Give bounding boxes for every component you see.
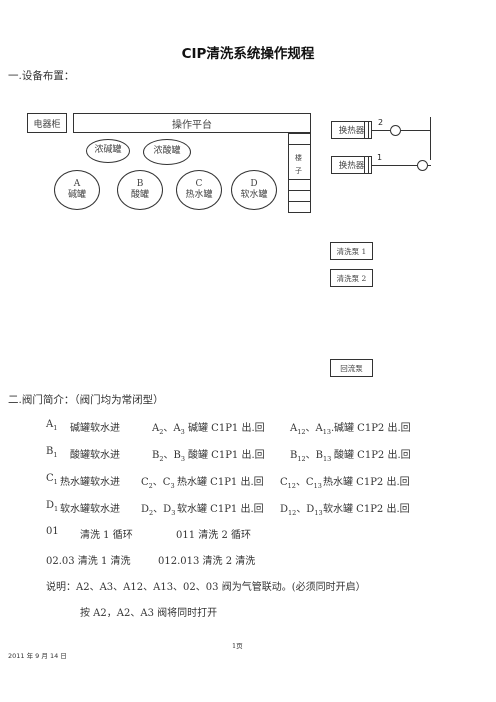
valve-a1: A1 [46, 419, 58, 432]
valve-b2-b3: B2、B3 [152, 450, 185, 463]
pipe [430, 117, 431, 160]
pipe [428, 165, 431, 166]
note-press-a2: 按 A2，A2、A3 阀将同时打开 [80, 608, 218, 619]
pump-circle-1 [417, 160, 428, 171]
exchanger-1-connector [364, 156, 365, 174]
valve-d2-d3-desc: 软水罐 C1P1 出.回 [177, 504, 264, 515]
valve-c1-desc: 热水罐软水进 [60, 477, 120, 488]
valve-d1: D1 [46, 500, 59, 513]
valve-d1-desc: 软水罐软水进 [60, 504, 120, 515]
tank-c-name: 热水罐 [185, 190, 213, 200]
loop-valve-01-desc: 清洗 1 循环 [80, 530, 133, 541]
valve-b2-b3-desc: 酸罐 C1P1 出.回 [188, 450, 265, 461]
tank-a-letter: A [73, 178, 81, 189]
clean-valves-2: 012.013 清洗 2 清洗 [158, 556, 256, 567]
conc-alkali-tank: 浓碱罐 [86, 139, 130, 163]
page-title: CIP清洗系统操作规程 [181, 46, 315, 62]
section-heading-layout: 一.设备布置： [8, 70, 75, 82]
return-pump: 回流泵 [330, 359, 373, 377]
label-1: 1 [377, 153, 383, 162]
stairs-step [288, 201, 311, 213]
pipe [372, 165, 417, 166]
conc-acid-tank-label: 浓酸罐 [153, 146, 181, 157]
conc-acid-tank: 浓酸罐 [143, 139, 191, 165]
tank-b: B 酸罐 [117, 170, 163, 210]
tank-b-letter: B [136, 178, 144, 189]
footer-date: 2011 年 9 月 14 日 [8, 652, 67, 660]
exchanger-2-connector [368, 121, 369, 139]
valve-a2-a3: A2、A3 [152, 423, 185, 436]
clean-valves-1: 02.03 清洗 1 清洗 [46, 556, 131, 567]
valve-d2-d3: D2、D3 [141, 504, 176, 517]
tank-c-letter: C [195, 178, 203, 189]
note-linkage: 说明：A2、A3、A12、A13、02、03 阀为气管联动。(必须同时开启） [46, 582, 366, 593]
pipe [372, 130, 390, 131]
valve-a12-a13-desc: 碱罐 C1P2 出.回 [334, 423, 411, 434]
valve-b12-b13: B12、B13 [290, 450, 332, 463]
tank-d-letter: D [250, 178, 258, 189]
loop-valve-01: 01 [46, 526, 59, 537]
conc-alkali-tank-label: 浓碱罐 [94, 145, 122, 156]
exchanger-1-connector [368, 156, 369, 174]
heat-exchanger-1: 换热器 [331, 156, 372, 174]
tank-a-name: 碱罐 [67, 190, 86, 200]
exchanger-2-connector [364, 121, 365, 139]
tank-b-name: 酸罐 [130, 190, 149, 200]
valve-c2-c3: C2、C3 [141, 477, 175, 490]
valve-d12-d13: D12、D13 [280, 504, 323, 517]
operation-platform: 操作平台 [73, 113, 311, 133]
tank-a: A 碱罐 [54, 170, 100, 210]
page-number: 1页 [232, 642, 243, 650]
valve-c12-c13-desc: 热水罐 C1P2 出.回 [323, 477, 410, 488]
loop-valve-011: 011 清洗 2 循环 [176, 530, 251, 541]
pump-circle-2 [390, 125, 401, 136]
pipe [401, 130, 431, 131]
valve-c2-c3-desc: 热水罐 C1P1 出.回 [177, 477, 264, 488]
valve-a12-a13: A12、A13. [290, 423, 335, 436]
valve-b12-b13-desc: 酸罐 C1P2 出.回 [334, 450, 411, 461]
tank-d: D 软水罐 [231, 170, 277, 210]
label-2: 2 [378, 118, 384, 127]
section-heading-valves: 二.阀门简介：（阀门均为常闭型） [8, 394, 164, 406]
valve-b1-desc: 酸罐软水进 [70, 450, 120, 461]
stairs-label-1: 楼 [295, 154, 302, 162]
valve-a1-desc: 碱罐软水进 [70, 423, 120, 434]
valve-c12-c13: C12、C13 [280, 477, 322, 490]
valve-a2-a3-desc: 碱罐 C1P1 出.回 [188, 423, 265, 434]
cleaning-pump-1: 清洗泵 1 [330, 242, 373, 260]
valve-c1: C1 [46, 473, 58, 486]
cleaning-pump-2: 清洗泵 2 [330, 269, 373, 287]
stairs-label-2: 子 [295, 167, 302, 175]
tank-c: C 热水罐 [176, 170, 222, 210]
tank-d-name: 软水罐 [240, 190, 268, 200]
electrical-cabinet: 电器柜 [27, 113, 67, 133]
valve-b1: B1 [46, 446, 58, 459]
valve-d12-d13-desc: 软水罐 C1P2 出.回 [323, 504, 410, 515]
heat-exchanger-2: 换热器 [331, 121, 372, 139]
